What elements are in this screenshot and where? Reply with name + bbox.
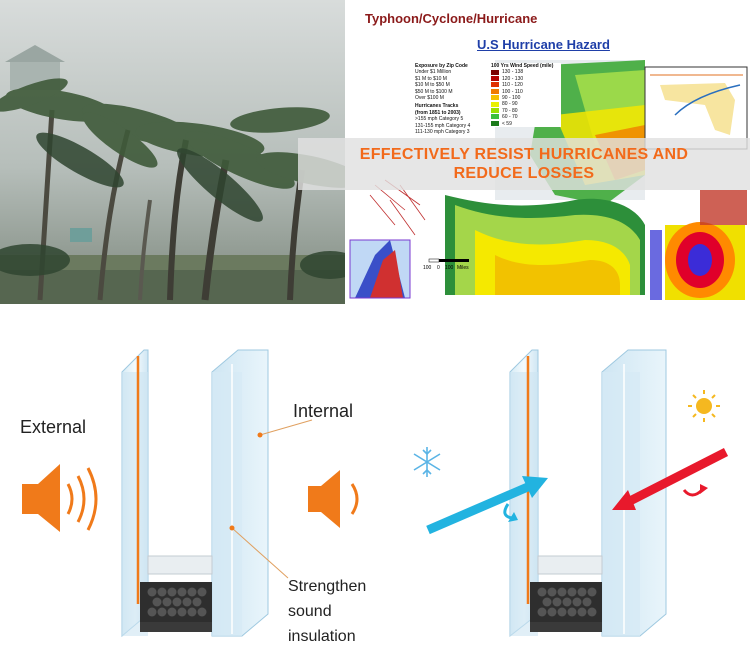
wind-legend-item: 60 - 70 xyxy=(491,114,561,120)
wind-legend-label: 110 - 120 xyxy=(502,82,523,89)
legend-tracks-title: Hurricanes Tracks xyxy=(415,103,459,110)
double-glazing-diagram: External Internal Strengthen sound insul… xyxy=(20,349,729,645)
wind-legend-label: 90 - 100 xyxy=(502,95,521,102)
wind-legend-item: 130 - 138 xyxy=(491,69,561,75)
headline-banner: EFFECTIVELY RESIST HURRICANES AND REDUCE… xyxy=(298,138,750,190)
banner-line-1: EFFECTIVELY RESIST HURRICANES AND xyxy=(359,146,689,163)
wind-legend-title: 100 Yrs Wind Speed (mile) xyxy=(491,63,554,69)
strengthen-line-3: insulation xyxy=(288,628,356,645)
wind-legend-item: 120 - 130 xyxy=(491,76,561,82)
wind-color-swatch xyxy=(491,88,499,94)
legend-exposure-item: $50 M to $100 M xyxy=(415,88,453,95)
scale-label-3: Miles xyxy=(457,265,469,271)
wind-color-swatch xyxy=(491,120,499,126)
wind-legend-label: 70 - 80 xyxy=(502,107,518,114)
snowflake-icon xyxy=(413,447,441,477)
wind-legend-label: 60 - 70 xyxy=(502,114,518,121)
wind-legend-item: 110 - 120 xyxy=(491,82,561,88)
wind-legend-label: 80 - 90 xyxy=(502,101,518,108)
wind-legend-label: < 59 xyxy=(502,120,512,127)
internal-label: Internal xyxy=(293,401,353,421)
exposure-legend: Exposure by Zip Code Under $1 Million $1… xyxy=(415,63,487,135)
glass-unit-left xyxy=(121,349,269,638)
speaker-icon xyxy=(22,464,60,532)
legend-tracks-item: >155 mph Category 5 xyxy=(415,116,464,123)
strengthen-line-1: Strengthen xyxy=(288,578,366,595)
strengthen-line-2: sound xyxy=(288,603,332,620)
wind-color-swatch xyxy=(491,108,499,114)
us-map-graphic: 100 0 100 Miles xyxy=(349,60,748,302)
desiccant-beads-right xyxy=(537,587,597,617)
wind-color-swatch xyxy=(491,69,499,75)
wind-legend-item: 80 - 90 xyxy=(491,101,561,107)
map-title: Typhoon/Cyclone/Hurricane xyxy=(365,11,538,26)
wind-color-swatch xyxy=(491,114,499,120)
map-subtitle: U.S Hurricane Hazard xyxy=(477,37,610,52)
wind-color-swatch xyxy=(491,82,499,88)
legend-exposure-item: $10 M to $50 M xyxy=(415,82,450,89)
legend-exposure-item: Under $1 Million xyxy=(415,69,452,76)
wind-legend-label: 120 - 130 xyxy=(502,75,524,82)
sound-wave-quiet-icon xyxy=(350,483,359,515)
heat-arrow-icon xyxy=(612,447,729,510)
wind-color-swatch xyxy=(491,75,499,81)
legend-exposure-item: $1 M to $10 M xyxy=(415,75,447,82)
wind-legend-item: 100 - 110 xyxy=(491,89,561,95)
sun-icon xyxy=(688,390,720,422)
scale-label-2: 100 xyxy=(445,265,454,271)
legend-tracks-item: 131-155 mph Category 4 xyxy=(415,122,471,129)
legend-tracks-item: 111-130 mph Category 3 xyxy=(415,129,470,136)
legend-tracks-sub: (from 1851 to 2003) xyxy=(415,109,461,116)
cold-air-arrow-icon xyxy=(426,476,548,535)
wind-legend-item: 70 - 80 xyxy=(491,108,561,114)
scale-label-0: 100 xyxy=(423,265,432,271)
scale-label-1: 0 xyxy=(437,265,440,271)
wind-color-swatch xyxy=(491,95,499,101)
sound-waves-icon xyxy=(66,467,98,531)
banner-line-2: REDUCE LOSSES xyxy=(453,165,595,182)
external-label: External xyxy=(20,417,86,437)
legend-exposure-title: Exposure by Zip Code xyxy=(415,63,468,69)
wind-legend-label: 130 - 138 xyxy=(502,69,524,76)
wind-color-swatch xyxy=(491,101,499,107)
wind-legend-item: 90 - 100 xyxy=(491,95,561,101)
palm-trees-illustration xyxy=(0,0,345,304)
speaker-icon-quiet xyxy=(308,470,340,528)
storm-photo xyxy=(0,0,345,304)
wind-legend-label: 100 - 110 xyxy=(502,88,523,95)
legend-exposure-item: Over $100 M xyxy=(415,95,444,102)
desiccant-beads-left xyxy=(147,587,207,617)
wind-legend-item: < 59 xyxy=(491,121,561,127)
